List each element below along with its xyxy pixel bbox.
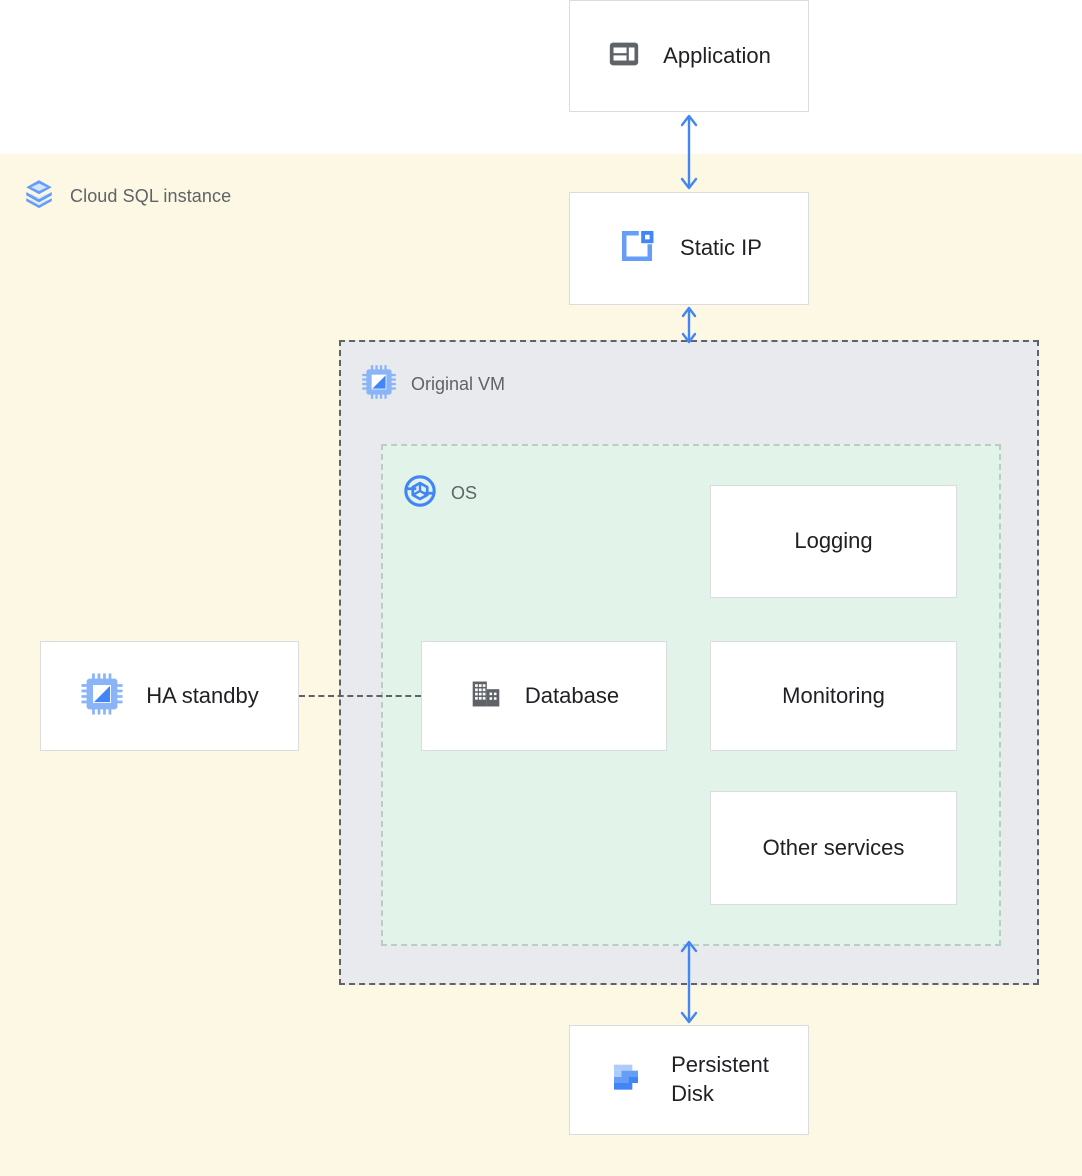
node-application[interactable]: Application <box>569 0 809 112</box>
os-icon <box>403 474 437 513</box>
vm-chip-icon <box>80 672 124 721</box>
database-building-icon <box>469 677 503 716</box>
connector-ha-standby-to-database <box>299 695 421 697</box>
node-monitoring-label: Monitoring <box>782 682 885 708</box>
connector-original-vm-to-persistent-disk <box>680 940 698 1024</box>
node-ha-standby[interactable]: HA standby <box>40 641 299 751</box>
vm-chip-icon <box>361 364 397 405</box>
os-label: OS <box>451 483 478 503</box>
cloud-sql-instance-icon <box>22 177 56 216</box>
node-static-ip-label: Static IP <box>680 235 762 261</box>
application-window-icon <box>607 37 641 76</box>
node-database-label: Database <box>524 682 620 708</box>
cloud-sql-instance-label-group: Cloud SQL instance <box>22 176 231 216</box>
original-vm-label: Original VM <box>411 374 506 394</box>
cloud-sql-instance-label: Cloud SQL instance <box>70 185 232 206</box>
node-static-ip[interactable]: Static IP <box>569 192 809 305</box>
node-persistent-disk[interactable]: Persistent Disk <box>569 1025 809 1135</box>
os-label-group: OS <box>403 474 477 513</box>
node-persistent-disk-label: Persistent Disk <box>671 1052 769 1106</box>
node-other-services[interactable]: Other services <box>710 791 957 905</box>
persistent-disk-icon <box>609 1058 649 1103</box>
static-ip-icon <box>616 225 658 272</box>
original-vm-label-group: Original VM <box>361 364 505 405</box>
node-application-label: Application <box>663 42 771 68</box>
node-database[interactable]: Database <box>421 641 667 751</box>
node-logging-label: Logging <box>794 528 873 554</box>
node-ha-standby-label: HA standby <box>146 682 259 708</box>
node-logging[interactable]: Logging <box>710 485 957 598</box>
node-monitoring[interactable]: Monitoring <box>710 641 957 751</box>
node-other-services-label: Other services <box>762 834 905 860</box>
connector-static-ip-to-original-vm <box>681 306 697 344</box>
connector-application-to-static-ip <box>680 114 698 190</box>
